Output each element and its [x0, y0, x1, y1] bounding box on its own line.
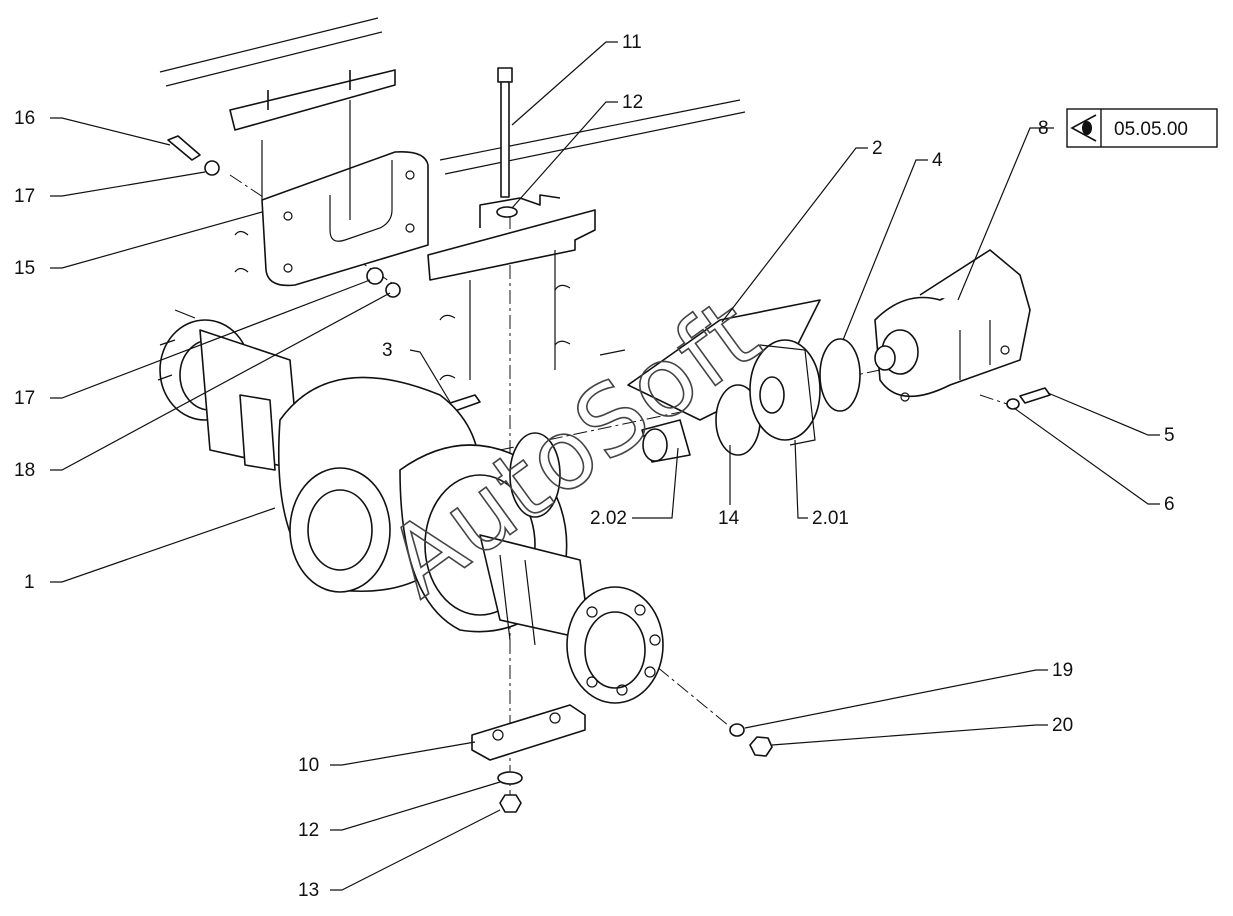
callout-18: 18 [14, 460, 35, 481]
callout-10: 10 [298, 755, 319, 776]
callout-6: 6 [1164, 494, 1175, 515]
small-fasteners-left [167, 135, 481, 413]
callout-2-01: 2.01 [812, 508, 849, 529]
reference-box[interactable]: 05.05.00 [1066, 108, 1218, 148]
wheel-nuts [729, 723, 773, 757]
callout-2: 2 [872, 138, 883, 159]
axle-housing [157, 309, 664, 704]
callout-20: 20 [1052, 715, 1073, 736]
left-mounting-bracket [229, 69, 429, 287]
callouts: 16 17 15 17 18 1 11 12 3 2 4 8 5 [14, 32, 1175, 901]
motor-adapter-assembly [627, 299, 821, 463]
hydraulic-motor [874, 249, 1031, 402]
callout-2-02: 2.02 [590, 508, 627, 529]
right-mounting-bracket [427, 194, 626, 381]
callout-16: 16 [14, 108, 35, 129]
callout-1: 1 [24, 572, 35, 593]
callout-17a: 17 [14, 186, 35, 207]
motor-bolt-and-washer [1006, 387, 1051, 410]
callout-8: 8 [1038, 118, 1049, 139]
callout-4: 4 [932, 150, 943, 171]
eye-in-triangle-icon [1070, 114, 1097, 142]
callout-3: 3 [382, 340, 393, 361]
reference-label: 05.05.00 [1114, 119, 1188, 140]
bottom-clamp-plate [471, 704, 586, 813]
callout-12a: 12 [622, 92, 643, 113]
callout-12b: 12 [298, 820, 319, 841]
callout-13: 13 [298, 880, 319, 901]
callout-19: 19 [1052, 660, 1073, 681]
callout-5: 5 [1164, 425, 1175, 446]
callout-14: 14 [718, 508, 740, 529]
o-ring [819, 338, 861, 412]
long-bolt [496, 67, 518, 218]
callout-11: 11 [622, 32, 642, 53]
callout-17b: 17 [14, 388, 35, 409]
callout-15: 15 [14, 258, 35, 279]
frame-rails [159, 17, 746, 175]
